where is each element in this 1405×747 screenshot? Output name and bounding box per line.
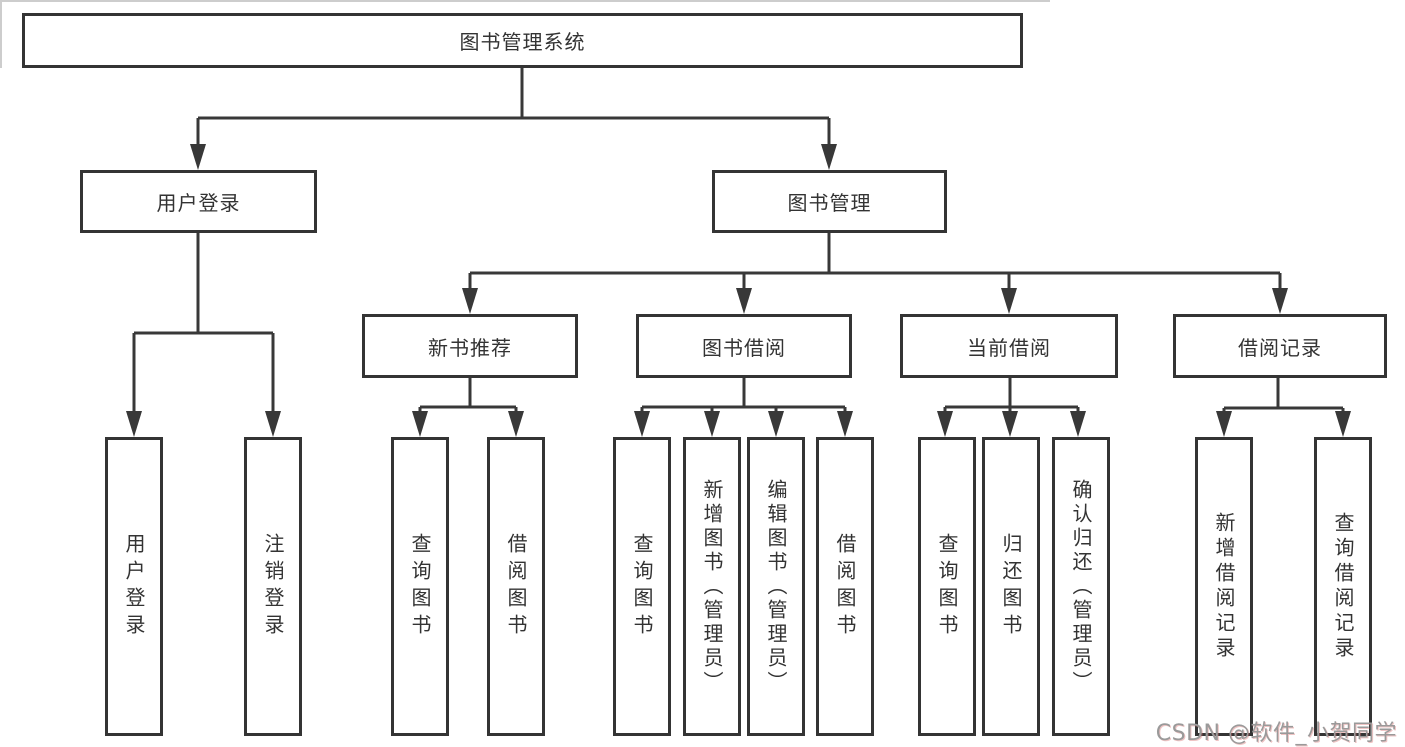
node-label: 新增借阅记录: [1212, 511, 1236, 662]
leaf-user-login: 用户登录: [105, 437, 163, 736]
node-label: 用户登录: [122, 532, 146, 641]
node-label: 图书管理: [787, 191, 872, 215]
leaf-add-book-admin: 新增图书（管理员）: [683, 437, 741, 736]
node-book-management: 图书管理: [712, 170, 947, 233]
node-label: 确认归还（管理员）: [1069, 478, 1093, 695]
node-label: 图书借阅: [702, 335, 786, 360]
csdn-watermark: CSDN @软件_小贺同学: [1155, 721, 1397, 746]
node-label: 用户登录: [156, 191, 241, 215]
node-label: 编辑图书（管理员）: [764, 478, 788, 695]
leaf-query-book-recommend: 查询图书: [391, 437, 449, 736]
node-label: 查询图书: [408, 532, 432, 641]
node-current-borrow: 当前借阅: [900, 314, 1118, 378]
leaf-confirm-return-admin: 确认归还（管理员）: [1052, 437, 1110, 736]
node-label: 借阅图书: [833, 532, 857, 641]
node-book-borrow: 图书借阅: [636, 314, 852, 378]
node-label: 借阅记录: [1238, 335, 1322, 360]
top-edge-line: [0, 0, 1050, 2]
left-edge-line: [0, 0, 2, 68]
node-root-system: 图书管理系统: [22, 13, 1023, 68]
node-label: 注销登录: [261, 532, 285, 641]
node-label: 借阅图书: [504, 532, 528, 641]
node-new-book-recommend: 新书推荐: [362, 314, 578, 378]
leaf-logout: 注销登录: [244, 437, 302, 736]
node-label: 查询图书: [935, 532, 959, 641]
leaf-query-book-borrow: 查询图书: [613, 437, 671, 736]
leaf-borrow-book: 借阅图书: [816, 437, 874, 736]
node-label: 归还图书: [999, 532, 1023, 641]
node-label: 当前借阅: [967, 335, 1051, 360]
node-user-login: 用户登录: [80, 170, 317, 233]
leaf-add-borrow-record: 新增借阅记录: [1195, 437, 1253, 736]
node-label: 查询借阅记录: [1331, 511, 1355, 662]
leaf-query-book-current: 查询图书: [918, 437, 976, 736]
leaf-edit-book-admin: 编辑图书（管理员）: [747, 437, 805, 736]
leaf-borrow-book-recommend: 借阅图书: [487, 437, 545, 736]
leaf-query-borrow-record: 查询借阅记录: [1314, 437, 1372, 736]
node-label: 查询图书: [630, 532, 654, 641]
node-borrow-record: 借阅记录: [1173, 314, 1387, 378]
leaf-return-book: 归还图书: [982, 437, 1040, 736]
node-label: 新增图书（管理员）: [700, 478, 724, 695]
node-label: 图书管理系统: [459, 30, 586, 54]
node-label: 新书推荐: [428, 335, 512, 360]
